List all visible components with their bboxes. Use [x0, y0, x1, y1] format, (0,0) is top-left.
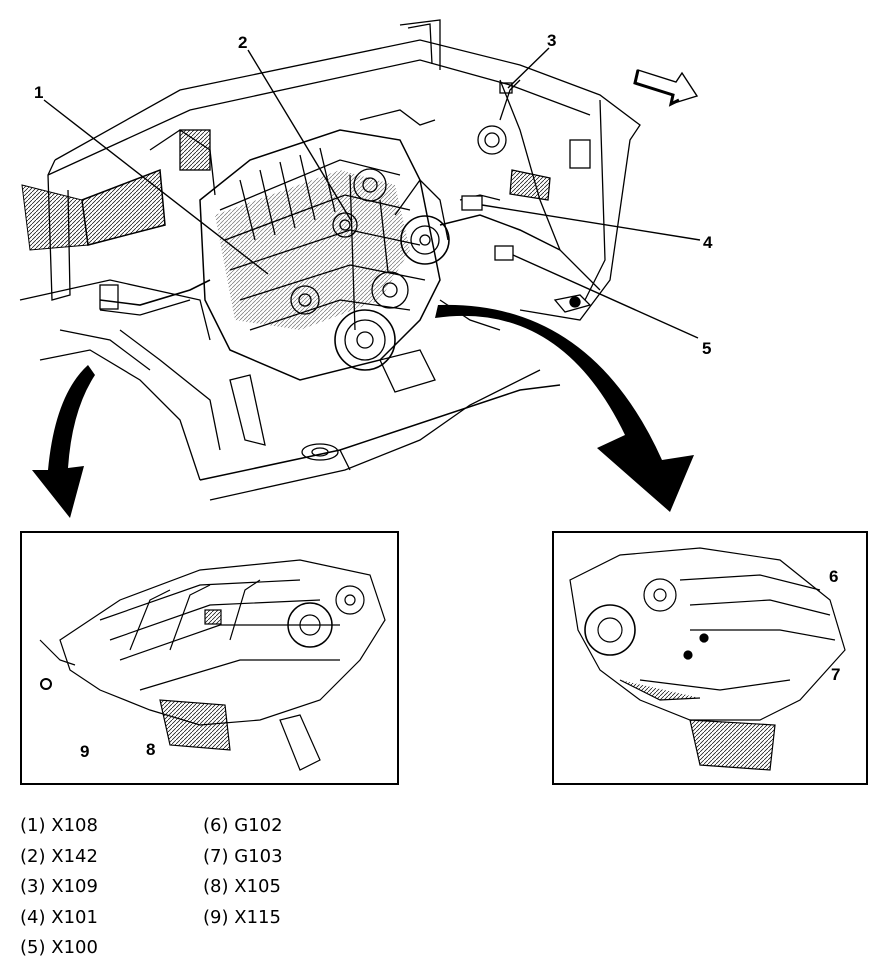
legend-number: (3): [20, 876, 46, 897]
legend-item: (1) X108: [20, 811, 98, 842]
left-detail-arrow-icon: [32, 365, 95, 518]
callout-5: 5: [702, 339, 711, 358]
legend-item: (2) X142: [20, 842, 98, 873]
legend-item: (6) G102: [203, 811, 283, 842]
callout-7: 7: [831, 665, 840, 684]
legend-item: (4) X101: [20, 903, 98, 934]
legend-code: G103: [234, 845, 283, 867]
right-inset-engine-view: [569, 547, 846, 771]
callout-8: 8: [146, 740, 155, 759]
legend-number: (4): [20, 906, 46, 928]
engine-shading: [215, 170, 410, 330]
legend-number: (7): [203, 845, 229, 867]
legend-number: (2): [20, 845, 46, 867]
legend-code: X101: [51, 906, 98, 928]
legend-number: (5): [20, 937, 46, 958]
legend-code: X108: [51, 815, 98, 836]
legend-number: (6): [203, 815, 229, 836]
legend-code: X142: [51, 845, 98, 867]
legend-code: G102: [234, 815, 283, 836]
legend-number: (9): [203, 906, 229, 928]
callout-6: 6: [829, 567, 838, 586]
legend-code: X115: [234, 906, 281, 928]
callout-3: 3: [547, 31, 556, 50]
callout-2: 2: [238, 33, 247, 52]
left-inset-engine-view: [39, 559, 386, 771]
legend-item: (7) G103: [203, 842, 283, 873]
legend-item: (3) X109: [20, 872, 98, 903]
legend-code: X109: [51, 876, 98, 897]
legend-left-column: (1) X108 (2) X142 (3) X109 (4) X101 (5) …: [20, 811, 98, 964]
legend-item: (5) X100: [20, 933, 98, 964]
callout-4: 4: [703, 233, 713, 252]
legend-code: X105: [234, 876, 281, 897]
forward-arrow-icon: [633, 69, 699, 107]
legend-item: (8) X105: [203, 872, 283, 903]
right-detail-arrow-icon: [435, 304, 694, 512]
legend-number: (8): [203, 876, 229, 897]
legend-code: X100: [51, 937, 98, 958]
main-engine-view: [19, 19, 641, 501]
legend-right-column: (6) G102 (7) G103 (8) X105 (9) X115: [203, 811, 283, 933]
callout-9: 9: [80, 742, 89, 761]
legend-item: (9) X115: [203, 903, 283, 934]
callout-1: 1: [34, 83, 43, 102]
legend-number: (1): [20, 815, 46, 836]
